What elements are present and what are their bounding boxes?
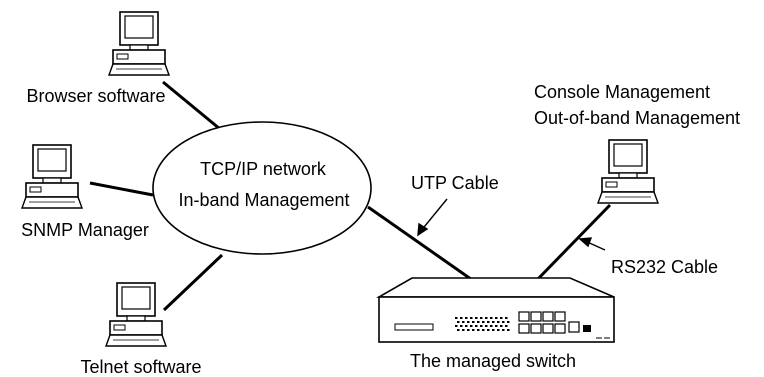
switch-led <box>460 317 463 319</box>
tcp-ip-network-label: TCP/IP network <box>200 159 326 179</box>
switch-led <box>465 317 468 319</box>
switch-port <box>542 323 554 334</box>
switch-led <box>497 321 500 323</box>
browser-link <box>162 80 221 131</box>
switch-led <box>460 325 463 327</box>
switch-led <box>507 329 510 331</box>
switch-led <box>462 321 465 323</box>
snmp-computer-icon <box>21 144 83 209</box>
switch-led <box>495 317 498 319</box>
switch-led <box>472 321 475 323</box>
switch-led <box>482 329 485 331</box>
switch-led <box>492 321 495 323</box>
switch-led <box>490 317 493 319</box>
switch-led <box>492 329 495 331</box>
switch-port <box>542 311 554 322</box>
switch-led <box>507 321 510 323</box>
rs232-cable-label: RS232 Cable <box>611 257 719 277</box>
switch-port <box>530 311 542 322</box>
managed-switch-label: The managed switch <box>409 351 577 371</box>
switch-led <box>487 329 490 331</box>
switch-led <box>505 325 508 327</box>
telnet-software-label: Telnet software <box>80 357 202 377</box>
switch-led <box>455 317 458 319</box>
switch-port <box>554 311 566 322</box>
switch-led <box>465 325 468 327</box>
switch-led <box>485 317 488 319</box>
telnet-link <box>162 253 224 312</box>
switch-led <box>497 329 500 331</box>
browser-software-label: Browser software <box>26 86 166 106</box>
switch-led <box>480 325 483 327</box>
switch-led <box>500 317 503 319</box>
rs232-link <box>533 203 612 284</box>
switch-led <box>495 325 498 327</box>
switch-port <box>554 323 566 334</box>
switch-port <box>518 311 530 322</box>
utp-cable-label: UTP Cable <box>411 173 499 193</box>
switch-led <box>487 321 490 323</box>
switch-led <box>457 321 460 323</box>
switch-led <box>455 325 458 327</box>
switch-port <box>518 323 530 334</box>
console-computer-icon <box>597 139 659 204</box>
in-band-management-label: In-band Management <box>178 190 350 210</box>
switch-led <box>472 329 475 331</box>
snmp-manager-label: SNMP Manager <box>21 220 149 240</box>
switch-led <box>502 329 505 331</box>
switch-led <box>502 321 505 323</box>
telnet-computer-icon <box>105 282 167 347</box>
switch-led <box>470 325 473 327</box>
managed-switch-icon <box>376 277 615 343</box>
switch-led <box>470 317 473 319</box>
switch-led <box>500 325 503 327</box>
switch-led <box>490 325 493 327</box>
switch-led <box>467 321 470 323</box>
switch-led <box>457 329 460 331</box>
tcp-ip-network-ellipse <box>152 121 372 255</box>
switch-led <box>505 317 508 319</box>
switch-port <box>530 323 542 334</box>
switch-led <box>475 325 478 327</box>
cable-pointers <box>417 198 606 251</box>
switch-led <box>485 325 488 327</box>
switch-led <box>480 317 483 319</box>
browser-computer-icon <box>108 11 170 76</box>
switch-led <box>477 321 480 323</box>
snmp-link <box>89 181 154 197</box>
console-management-label: Console Management <box>533 82 711 102</box>
switch-led <box>477 329 480 331</box>
switch-led <box>482 321 485 323</box>
switch-led <box>462 329 465 331</box>
switch-led <box>475 317 478 319</box>
switch-led <box>467 329 470 331</box>
out-of-band-management-label: Out-of-band Management <box>533 108 741 128</box>
